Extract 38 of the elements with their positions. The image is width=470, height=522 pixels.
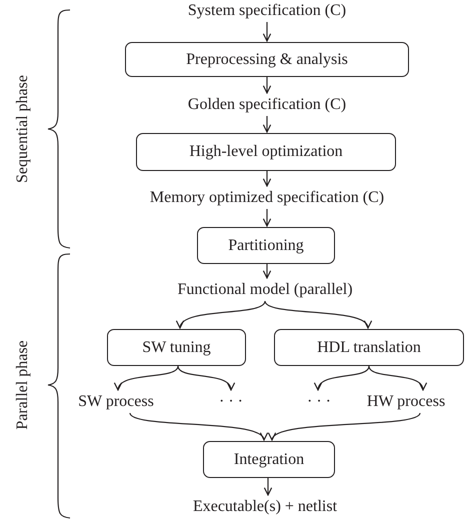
arrow: [262, 22, 272, 42]
arrow: [130, 412, 265, 441]
arrow: [264, 300, 370, 329]
process-box: [274, 329, 464, 366]
arrow: [264, 478, 272, 496]
stage-label: · · ·: [307, 393, 331, 411]
arrow: [271, 412, 420, 441]
arrow: [316, 366, 370, 391]
process-box: [136, 133, 396, 171]
stage-label: · · ·: [219, 393, 243, 411]
box-label: SW tuning: [142, 338, 211, 356]
stage-label: Functional model (parallel): [177, 281, 353, 299]
stage-label: Memory optimized specification (C): [150, 189, 384, 207]
arrow: [178, 300, 266, 329]
stage-label: HW process: [366, 393, 446, 411]
arrow: [262, 264, 272, 279]
process-box: [203, 441, 335, 478]
process-box: [107, 329, 246, 366]
arrow: [262, 116, 272, 133]
stage-label: Executable(s) + netlist: [192, 498, 338, 516]
stage-label: SW process: [78, 393, 154, 411]
box-label: Partitioning: [228, 236, 304, 254]
box-label: Preprocessing & analysis: [186, 50, 348, 68]
stage-label: Golden specification (C): [188, 96, 346, 114]
phase-label: Sequential phase: [14, 75, 32, 183]
process-box: [197, 227, 335, 264]
box-label: Integration: [234, 450, 304, 468]
box-label: High-level optimization: [189, 143, 343, 161]
arrow: [177, 366, 234, 391]
arrow: [368, 366, 426, 391]
arrow: [262, 171, 272, 187]
arrow: [116, 366, 179, 391]
phase-label: Parallel phase: [14, 340, 32, 430]
arrow: [262, 209, 272, 227]
arrow: [262, 77, 272, 94]
stage-label: System specification (C): [188, 2, 346, 20]
box-label: HDL translation: [317, 338, 421, 356]
process-box: [125, 42, 409, 77]
